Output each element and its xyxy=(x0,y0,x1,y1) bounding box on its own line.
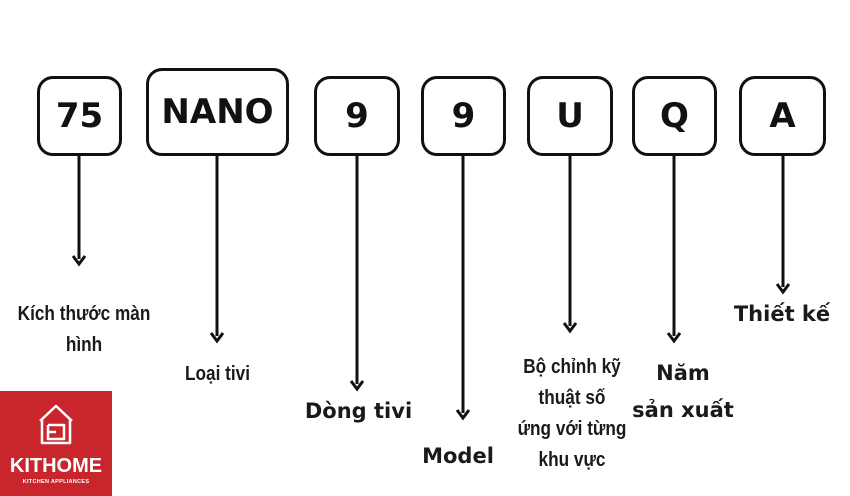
code-size: 75 xyxy=(55,96,104,136)
arrowhead-region xyxy=(562,322,578,334)
logo-tagline: KITCHEN APPLIANCES xyxy=(22,479,90,485)
house-icon xyxy=(39,404,73,445)
arrowhead-year xyxy=(666,332,682,344)
label-size: Kích thước màn hình xyxy=(17,303,151,356)
arrowhead-series xyxy=(349,380,365,392)
arrowhead-model xyxy=(455,409,471,421)
arrowhead-size xyxy=(71,255,87,267)
logo-brand: KITHOME xyxy=(9,455,103,477)
code-box-type: NANO xyxy=(146,68,289,156)
code-box-model: 9 xyxy=(421,76,506,156)
label-region: Bộ chỉnh kỹ thuật số ứng với từng khu vự… xyxy=(517,356,627,471)
arrowhead-type xyxy=(209,332,225,344)
code-box-year: Q xyxy=(632,76,717,156)
code-design: A xyxy=(769,96,796,136)
label-type: Loại tivi xyxy=(184,363,250,385)
code-region: U xyxy=(556,96,584,136)
kithome-logo: KITHOME KITCHEN APPLIANCES xyxy=(0,391,112,496)
code-model: 9 xyxy=(451,96,476,136)
code-type: NANO xyxy=(161,92,274,132)
code-series: 9 xyxy=(345,96,369,136)
label-design: Thiết kế xyxy=(733,302,831,326)
code-box-design: A xyxy=(739,76,826,156)
label-year: Năm sản xuất xyxy=(632,361,734,422)
label-series: Dòng tivi xyxy=(304,399,413,423)
arrowhead-design xyxy=(775,283,791,295)
code-box-size: 75 xyxy=(37,76,122,156)
label-model: Model xyxy=(422,444,494,468)
code-year: Q xyxy=(660,96,689,136)
code-box-region: U xyxy=(527,76,613,156)
code-box-series: 9 xyxy=(314,76,400,156)
